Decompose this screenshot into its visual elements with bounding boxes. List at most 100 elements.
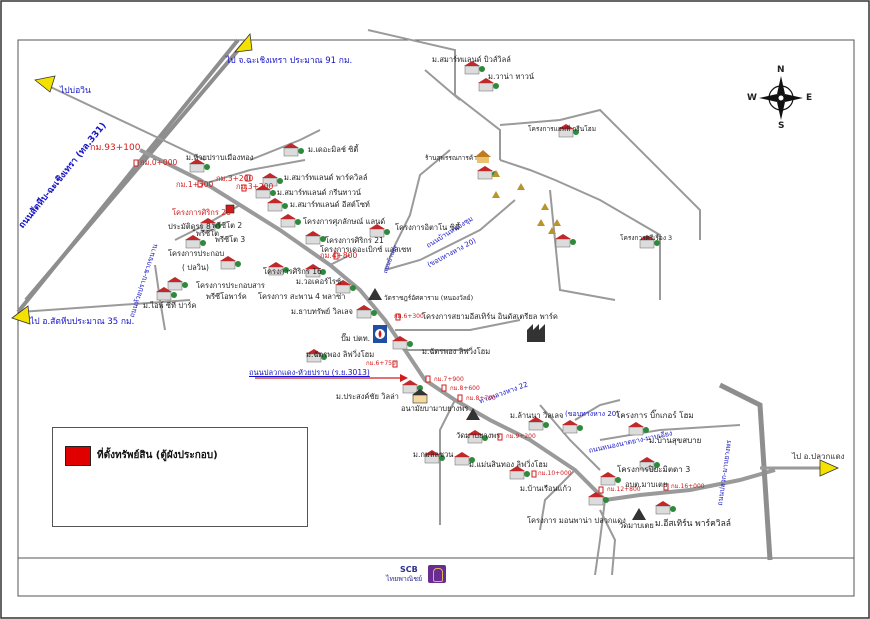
road-to-bowin xyxy=(39,81,206,161)
place-label: วัดราชฎร์อัศคาราม (หนองวัลย์) xyxy=(384,294,474,302)
tree-icons xyxy=(492,170,561,234)
km-marker: กม.6+750 xyxy=(366,360,396,367)
arrow-bowin xyxy=(34,75,56,93)
km-marker-icon xyxy=(531,470,537,478)
km-marker-icon xyxy=(441,384,447,392)
arrow-pluakdaeng xyxy=(819,459,839,477)
km-marker-icon xyxy=(241,184,247,192)
place-label: ม.ไอพ์ ซีที ปาร์ค xyxy=(143,301,197,310)
km-marker: กม.3+200 xyxy=(216,174,254,183)
label-pluakdaeng: ไป อ.ปลวกแดง xyxy=(792,452,845,461)
place-label: ม.บ้านสุขสบาย xyxy=(649,436,702,445)
place-label: โครงการ มอนพาน่า ปลวกแดง xyxy=(527,516,626,525)
label-road-20b: (ขอบทางหาง 20) xyxy=(565,410,619,418)
km-marker-icon xyxy=(392,360,398,368)
km-marker-icon xyxy=(457,394,463,402)
place-label: พรีซีโต xyxy=(196,229,219,238)
place-label: โครงการสยามอีสเทิร์น อินดัสเตรียล พาร์ค xyxy=(422,312,558,321)
house-icon xyxy=(280,214,301,228)
house-icon xyxy=(454,452,475,466)
house-icon xyxy=(464,61,485,75)
house-icon xyxy=(639,457,660,471)
place-label: โครงการศิริกร 21 xyxy=(325,236,384,245)
km-marker-icon xyxy=(663,483,669,491)
place-label: ร้านสุพรรณการค้า xyxy=(425,154,477,162)
house-icon xyxy=(628,422,649,436)
label-chachoengsao: ไป จ.ฉะเชิงเทรา ประมาณ 91 กม. xyxy=(226,56,353,66)
place-label: ม.วอเคอร์ไรซ์ xyxy=(296,277,342,286)
house-icon xyxy=(255,185,276,199)
km-marker: กม.8+600 xyxy=(450,385,480,392)
temple-icons xyxy=(368,288,646,520)
place-label: ม.บ้านเรือนแก้ว xyxy=(520,484,572,493)
house-icon xyxy=(402,380,423,394)
house-icon xyxy=(305,231,326,245)
road-3013 xyxy=(139,148,776,503)
km-marker-icon xyxy=(197,180,203,188)
place-label: โครงการศิริกร 16 xyxy=(263,267,322,276)
km-marker: กม.6+300 xyxy=(394,313,424,320)
shop-icon xyxy=(475,150,491,163)
legend-label: ที่ตั้งทรัพย์สิน (ตู้ผังประกอบ) xyxy=(97,450,218,461)
place-label: พรีซีโต 2 xyxy=(212,221,243,230)
place-label: โครงการ สะพาน 4 พลาซ่า xyxy=(258,292,346,301)
house-icon xyxy=(305,264,326,278)
km-marker: กม.3+200 xyxy=(236,182,274,191)
legend-swatch xyxy=(65,446,91,466)
km-marker: กม.1+500 xyxy=(176,180,214,189)
house-icon xyxy=(509,466,530,480)
place-label: โครงการแฮพพี่ กรีนโฮม xyxy=(528,125,596,133)
arrow-sattahip xyxy=(11,305,31,325)
place-label: ม.กมลลชวน xyxy=(413,450,454,459)
km-marker: กม.7+900 xyxy=(434,376,464,383)
compass-north: N xyxy=(777,65,785,75)
house-icon xyxy=(220,256,241,270)
arrow-chachoengsao xyxy=(234,33,253,53)
place-label: ม.ล้านนา วิลเลจ xyxy=(510,411,564,420)
place-label: ม.สมาร์ทแลนด์ บิวส์วิลล์ xyxy=(432,55,511,64)
compass xyxy=(759,76,803,120)
place-label: ม.แม่นสินทอง ลิฟวิ่งโฮม xyxy=(469,460,548,469)
place-label: วัดมาบเตย xyxy=(619,521,654,530)
logo-text-thai: ไทยพาณิชย์ xyxy=(386,575,423,583)
red-arrow xyxy=(255,374,408,382)
house-icon xyxy=(555,234,576,248)
house-icon xyxy=(167,277,188,291)
compass-south: S xyxy=(778,121,785,131)
house-icon xyxy=(283,143,304,157)
label-road-3013: ถนนปลวกแดง-หัวยปราบ (ร.ย.3013) xyxy=(249,368,370,377)
house-icon xyxy=(335,280,356,294)
house-icon xyxy=(655,501,676,515)
km-marker-icon xyxy=(245,174,251,182)
place-label: โครงการศรีเรือง 3 xyxy=(620,234,673,242)
place-label: ม.เดอะมิลช์ ซิตี้ xyxy=(308,145,359,154)
house-icon xyxy=(306,349,327,363)
place-label: โครงการเดอะเบิกซ์ แอสเซท xyxy=(320,245,412,254)
place-label: โครงการปิยะมิตดา 3 xyxy=(617,465,691,474)
place-label: อบต.มาบเตย xyxy=(625,480,668,489)
logo-mark-icon xyxy=(428,565,446,583)
place-label: ม.ฉัตรพอง ลิฟวิ่งโฮม xyxy=(306,350,375,359)
place-label: พรีซีโอพาร์ค xyxy=(206,292,247,301)
compass-east: E xyxy=(806,93,813,103)
km-marker-icon xyxy=(425,375,431,383)
house-icon xyxy=(200,218,221,232)
legend-box: ที่ตั้งทรัพย์สิน (ตู้ผังประกอบ) xyxy=(52,427,308,527)
label-bowin: ไปบ่อวิน xyxy=(60,86,91,96)
place-label: ( ปลวิน) xyxy=(182,263,209,272)
industrial-icon xyxy=(527,324,545,342)
place-label: โครงการประกอบสาร xyxy=(196,281,265,290)
house-icon xyxy=(639,235,660,249)
house-icon xyxy=(528,417,549,431)
km-marker: กม.0+000 xyxy=(140,158,178,167)
place-label: วัดมาบยางพร xyxy=(456,431,501,440)
place-label: ม.ฉัตรพอง ลิฟวิ่งโฮม xyxy=(422,347,491,356)
house-icon xyxy=(588,492,609,506)
place-label: โครงการศุภลักษณ์ แลนด์ xyxy=(303,217,386,226)
label-km93: กม.93+100 xyxy=(90,143,141,153)
house-icon xyxy=(156,287,177,301)
place-label: ม.สมาร์ทแลนด์ พาร์ควิลล์ xyxy=(284,173,368,182)
house-icon xyxy=(558,124,579,138)
place-label: ปั๊ม ปตท. xyxy=(341,334,371,343)
